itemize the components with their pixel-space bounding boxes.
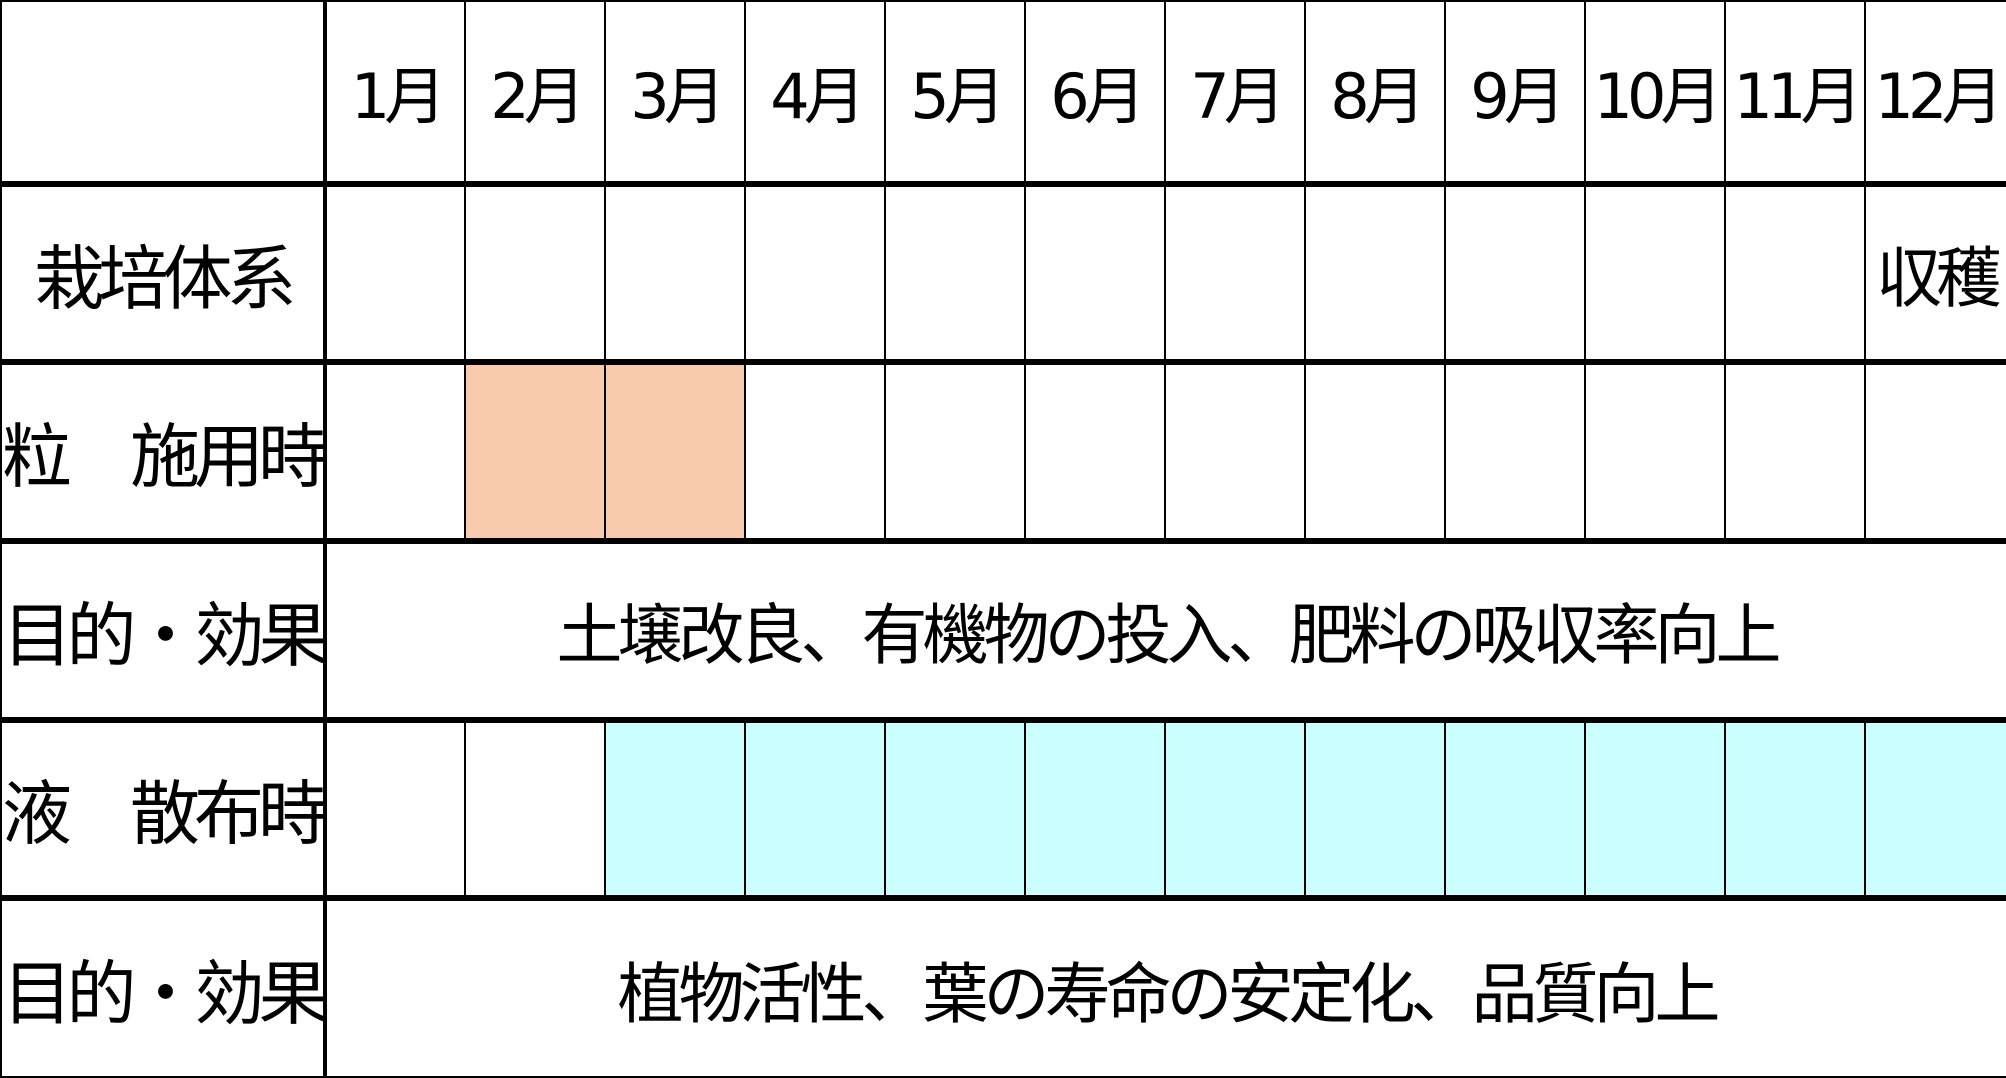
granular-month-cell xyxy=(1304,359,1446,542)
granular-month-cell xyxy=(464,359,606,542)
month-header-11: 11月 xyxy=(1724,0,1866,185)
granular-effect-text: 土壌改良、有機物の投入、肥料の吸収率向上 xyxy=(324,537,2006,721)
cultivation-cell xyxy=(1164,180,1306,364)
liquid-month-cell xyxy=(744,716,886,900)
month-header-row: 1月 2月 3月 4月 5月 6月 7月 8月 9月 10月 11月 12月 xyxy=(0,0,2006,185)
cultivation-cell xyxy=(1724,180,1866,364)
liquid-spray-label: 液 散布時期 xyxy=(0,716,327,900)
liquid-month-cell xyxy=(1024,716,1166,900)
granular-month-cell xyxy=(744,359,886,542)
liquid-month-cell xyxy=(464,716,606,900)
granular-month-cell xyxy=(1024,359,1166,542)
cultivation-label: 栽培体系 xyxy=(0,180,327,364)
granular-month-cell xyxy=(324,359,466,542)
cultivation-cell xyxy=(1304,180,1446,364)
month-header-8: 8月 xyxy=(1304,0,1446,185)
liquid-month-cell xyxy=(1304,716,1446,900)
month-header-4: 4月 xyxy=(744,0,886,185)
cultivation-cell xyxy=(884,180,1026,364)
granular-application-row: 粒 施用時期 xyxy=(0,359,2006,542)
cultivation-cell xyxy=(1584,180,1726,364)
cultivation-cell xyxy=(1444,180,1586,364)
harvest-cell: 収穫 xyxy=(1864,180,2006,364)
corner-cell xyxy=(0,0,327,185)
month-header-1: 1月 xyxy=(324,0,466,185)
cultivation-cell xyxy=(1024,180,1166,364)
granular-month-cell xyxy=(604,359,746,542)
granular-month-cell xyxy=(1444,359,1586,542)
liquid-month-cell xyxy=(1864,716,2006,900)
cultivation-row: 栽培体系 収穫 xyxy=(0,180,2006,364)
cultivation-cell xyxy=(464,180,606,364)
liquid-effect-row: 目的・効果 植物活性、葉の寿命の安定化、品質向上 xyxy=(0,895,2006,1078)
month-header-3: 3月 xyxy=(604,0,746,185)
granular-month-cell xyxy=(1724,359,1866,542)
month-header-12: 12月 xyxy=(1864,0,2006,185)
cultivation-cell xyxy=(324,180,466,364)
granular-month-cell xyxy=(1864,359,2006,542)
liquid-month-cell xyxy=(1164,716,1306,900)
granular-effect-row: 目的・効果 土壌改良、有機物の投入、肥料の吸収率向上 xyxy=(0,537,2006,721)
liquid-month-cell xyxy=(1724,716,1866,900)
liquid-month-cell xyxy=(884,716,1026,900)
granular-month-cell xyxy=(884,359,1026,542)
month-header-6: 6月 xyxy=(1024,0,1166,185)
month-header-2: 2月 xyxy=(464,0,606,185)
liquid-effect-label: 目的・効果 xyxy=(0,895,327,1078)
cultivation-cell xyxy=(744,180,886,364)
granular-month-cell xyxy=(1164,359,1306,542)
month-header-5: 5月 xyxy=(884,0,1026,185)
cultivation-cell xyxy=(604,180,746,364)
month-header-9: 9月 xyxy=(1444,0,1586,185)
liquid-month-cell xyxy=(1584,716,1726,900)
granular-effect-label: 目的・効果 xyxy=(0,537,327,721)
month-header-10: 10月 xyxy=(1584,0,1726,185)
month-header-7: 7月 xyxy=(1164,0,1306,185)
liquid-month-cell xyxy=(1444,716,1586,900)
granular-month-cell xyxy=(1584,359,1726,542)
liquid-effect-text: 植物活性、葉の寿命の安定化、品質向上 xyxy=(324,895,2006,1078)
liquid-spray-row: 液 散布時期 xyxy=(0,716,2006,900)
granular-application-label: 粒 施用時期 xyxy=(0,359,327,542)
liquid-month-cell xyxy=(324,716,466,900)
liquid-month-cell xyxy=(604,716,746,900)
